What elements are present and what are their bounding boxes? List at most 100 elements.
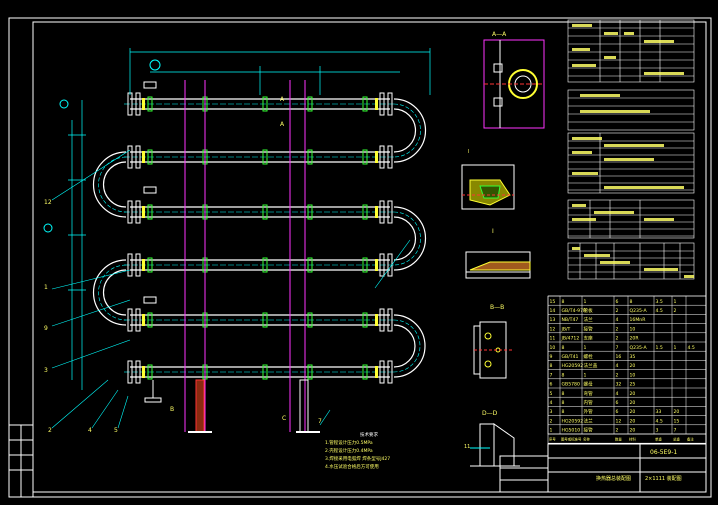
table-cell: Q235-A xyxy=(630,345,648,351)
table-row: 11 JB/4712 支座 2 20R xyxy=(550,335,640,342)
revision-strip xyxy=(8,424,34,498)
table-cell: 法兰 xyxy=(584,316,594,323)
table-cell: 16MnR xyxy=(630,317,647,323)
svg-text:I: I xyxy=(492,228,494,235)
tube-row xyxy=(124,308,396,332)
section-bb-label: B—B xyxy=(490,304,504,311)
table-cell: 法兰 xyxy=(584,417,594,424)
table-cell: 7 xyxy=(550,372,553,378)
table-cell: 1 xyxy=(674,299,677,305)
table-cell: 接管 xyxy=(584,325,594,332)
table-cell: 16 xyxy=(616,354,622,360)
inner-frame xyxy=(32,21,707,493)
table-cell: 2 xyxy=(616,336,619,342)
tech-req-line-4: 4.水压试验合格后方可使用 xyxy=(325,463,379,470)
table-cell: 5 xyxy=(550,391,553,397)
callout-9: 9 xyxy=(44,325,48,332)
table-cell: 1 xyxy=(584,345,587,351)
table-cell: 4 xyxy=(616,363,619,369)
table-cell: HG20592 xyxy=(562,418,584,424)
section-bb: B—B xyxy=(473,304,512,379)
sub-title: 2×1111 装配图 xyxy=(645,475,682,482)
table-cell: 10 xyxy=(630,326,636,332)
callout-7: 7 xyxy=(318,418,322,425)
left-dimension xyxy=(68,100,86,390)
table-cell: 支座 xyxy=(584,335,594,342)
table-cell: 管板 xyxy=(584,307,594,314)
table-cell: 接管 xyxy=(584,427,594,434)
table-cell: 4.5 xyxy=(688,345,695,351)
tech-req-line-3: 3.焊接采用电弧焊 焊条型号J427 xyxy=(325,455,390,462)
table-cell: 法兰盖 xyxy=(584,362,598,369)
table-cell: 螺母 xyxy=(584,381,594,388)
table-cell: 10 xyxy=(550,345,556,351)
table-cell: 15 xyxy=(674,418,680,424)
table-header-cell: 总重 xyxy=(673,437,680,442)
table-cell: 20 xyxy=(630,418,636,424)
table-cell: 10 xyxy=(630,372,636,378)
table-cell: 32 xyxy=(616,382,622,388)
tech-req-line-2: 2.壳程设计压力0.4MPa xyxy=(325,447,373,454)
table-cell: 20 xyxy=(630,391,636,397)
table-cell: 8 xyxy=(562,345,565,351)
table-cell: 13 xyxy=(550,317,556,323)
table-cell: GB/T4-97R xyxy=(562,308,587,314)
heat-exchanger-assembly xyxy=(92,80,427,433)
u-bend xyxy=(393,98,427,163)
table-cell: 20 xyxy=(674,409,680,415)
callout-b: B xyxy=(170,406,174,413)
top-dimension xyxy=(129,48,431,95)
table-cell: 1 xyxy=(674,345,677,351)
table-cell: 2 xyxy=(616,326,619,332)
table-cell: 6 xyxy=(616,409,619,415)
table-cell: 螺栓 xyxy=(584,353,594,360)
callout-c: C xyxy=(282,415,286,422)
section-aa: A—A xyxy=(483,31,545,129)
table-cell: JB/4712 xyxy=(561,336,580,342)
drawing-number: 06-5E9-1 xyxy=(650,449,677,456)
table-cell: 25 xyxy=(630,382,636,388)
spec-tables xyxy=(567,19,695,280)
table-cell: 33 xyxy=(656,409,662,415)
table-cell: 3 xyxy=(550,409,553,415)
table-cell: 20R xyxy=(630,336,640,342)
table-cell: NB/T47 xyxy=(562,317,579,323)
callout-labels: 12 1 9 3 2 4 5 7 B C A A xyxy=(44,96,322,434)
table-cell: 11 xyxy=(550,336,556,342)
u-bend xyxy=(393,314,426,378)
tech-req-line-1: 1.管程设计压力0.5MPa xyxy=(325,439,373,446)
table-cell: 2 xyxy=(616,372,619,378)
table-header-cell: 备注 xyxy=(687,437,694,442)
callout-4: 4 xyxy=(88,427,92,434)
leader-lines xyxy=(51,149,411,429)
weld-detail-label: I xyxy=(468,149,469,155)
callout-1: 1 xyxy=(44,284,48,291)
table-cell: 20 xyxy=(630,363,636,369)
table-cell: 8 xyxy=(562,299,565,305)
section-aa-label: A—A xyxy=(492,31,507,38)
tube-row xyxy=(124,253,396,277)
table-cell: 外管 xyxy=(584,408,594,415)
table-cell: 20 xyxy=(630,409,636,415)
table-cell: 4.5 xyxy=(656,418,663,424)
table-cell: 1 xyxy=(550,428,553,434)
table-cell: 1 xyxy=(584,372,587,378)
table-cell: 9 xyxy=(550,354,553,360)
table-header-cell: 图号或标准号 xyxy=(561,437,582,442)
callout-icons xyxy=(43,59,161,233)
table-header-cell: 序号 xyxy=(549,437,556,442)
outer-frame xyxy=(8,17,712,498)
table-cell: 35 xyxy=(630,354,636,360)
table-cell: 4.5 xyxy=(656,308,663,314)
table-cell: 20 xyxy=(630,428,636,434)
table-cell: 12 xyxy=(550,326,556,332)
callout-3: 3 xyxy=(44,367,48,374)
